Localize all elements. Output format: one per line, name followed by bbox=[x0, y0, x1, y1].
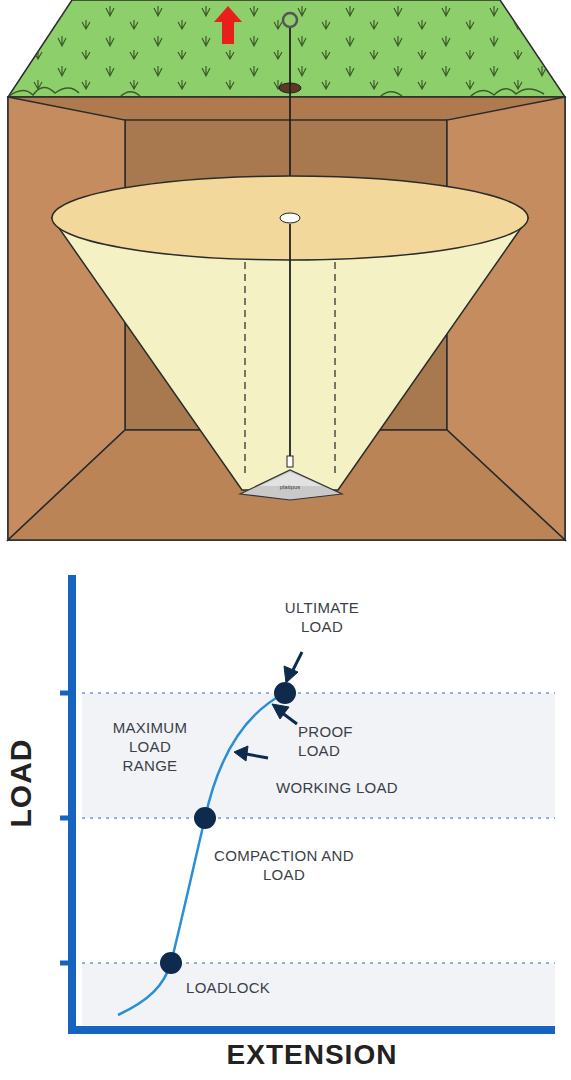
loadlock-label: LOADLOCK bbox=[186, 978, 296, 997]
proof-load-label: PROOF LOAD bbox=[298, 722, 368, 760]
axis-title: EXTENSION bbox=[152, 1038, 472, 1072]
ultimate-load-label: ULTIMATE LOAD bbox=[262, 598, 382, 636]
compaction-label: COMPACTION AND LOAD bbox=[214, 846, 354, 884]
plate-text: platipus bbox=[266, 484, 314, 491]
range-label: MAXIMUM LOAD RANGE bbox=[100, 718, 200, 775]
axis-title: LOAD bbox=[4, 728, 38, 838]
working-load-label: WORKING LOAD bbox=[276, 778, 446, 797]
